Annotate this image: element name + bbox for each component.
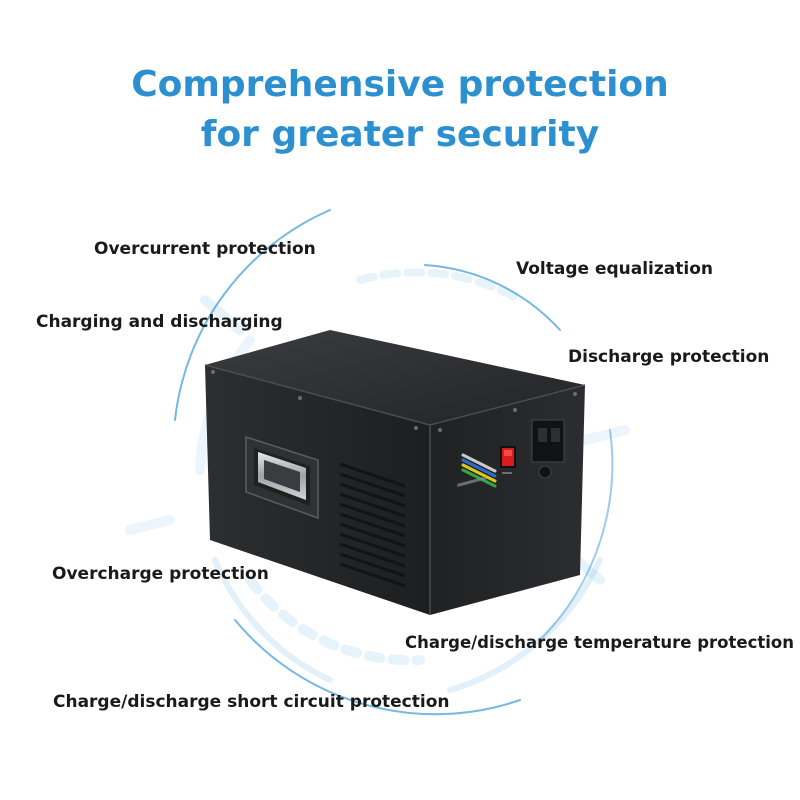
battery-box [204,330,586,615]
feature-voltage-equalization: Voltage equalization [516,259,713,279]
headline-line-1: Comprehensive protection [131,64,669,105]
feature-overcurrent: Overcurrent protection [94,239,316,259]
headline-line-2: for greater security [200,114,600,155]
feature-temperature: Charge/discharge temperature protection [405,633,795,652]
power-switch-icon [500,446,516,468]
vent-grille [339,462,406,588]
feature-charging-discharging: Charging and discharging [36,312,283,332]
feature-overcharge: Overcharge protection [52,564,269,584]
charging-port-icon [531,419,565,479]
carry-handle [245,435,319,520]
feature-short-circuit: Charge/discharge short circuit protectio… [53,692,450,712]
output-cables [461,453,497,488]
feature-discharge: Discharge protection [568,347,770,367]
